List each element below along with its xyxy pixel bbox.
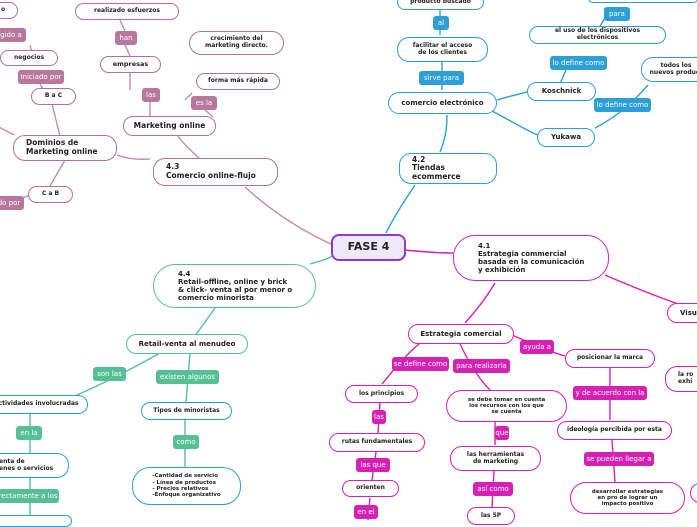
label-asi-como: así como bbox=[473, 482, 513, 496]
cantidad-servicio-node[interactable]: -Cantidad de servicio - Línea de product… bbox=[132, 467, 241, 505]
central-topic-node[interactable]: FASE 4 bbox=[331, 234, 406, 261]
branch-4-1-node[interactable]: 4.1 Estrategia commercial basada en la c… bbox=[453, 235, 609, 281]
label-como: como bbox=[173, 435, 199, 449]
facilitar-acceso-node[interactable]: facilitar el acceso de los clientes bbox=[397, 37, 488, 62]
partial-top-right-node[interactable] bbox=[588, 0, 697, 3]
label-en-la: en la bbox=[16, 426, 42, 440]
label-para: para bbox=[604, 7, 630, 21]
venta-bienes-node[interactable]: enta de enes o servicios bbox=[0, 453, 69, 478]
label-de-acuerdo-con: y de acuerdo con la bbox=[573, 386, 647, 400]
label-en-el: en el bbox=[354, 505, 378, 519]
rutas-fundamentales-node[interactable]: rutas fundamentales bbox=[329, 433, 425, 452]
branch-4-4-node[interactable]: 4.4 Retail-offline, online y brick & cli… bbox=[153, 264, 316, 308]
label-para-realizarla: para realizarla bbox=[453, 359, 510, 373]
partial-bottom-left-node[interactable] bbox=[0, 515, 72, 527]
branch-4-2-node[interactable]: 4.2 Tiendas ecommerce bbox=[399, 153, 497, 184]
ideologia-node[interactable]: ideología percibida por esta bbox=[557, 421, 672, 440]
desarrollar-estrategias-node[interactable]: desarrollar estrategias en pro de lograr… bbox=[570, 482, 685, 514]
retail-menudeo-node[interactable]: Retail-venta al menudeo bbox=[126, 334, 248, 354]
rol-exhibicion-node[interactable]: la ro exhi bbox=[665, 366, 697, 392]
realizado-esfuerzos-node[interactable]: realizado esfuerzos bbox=[75, 3, 179, 20]
branch-4-3-node[interactable]: 4.3 Comercio online-flujo bbox=[153, 158, 278, 186]
label-existen-algunos: existen algunos bbox=[156, 370, 219, 384]
label-iniciado-por: Iniciado por bbox=[18, 70, 64, 84]
yukawa-node[interactable]: Yukawa bbox=[537, 128, 595, 147]
negocios-node[interactable]: negocios bbox=[0, 50, 58, 66]
label-dirigido-a: gido a bbox=[0, 28, 26, 42]
las-5p-node[interactable]: las 5P bbox=[467, 507, 515, 525]
principios-node[interactable]: los principios bbox=[345, 385, 418, 403]
label-que: que bbox=[495, 426, 509, 440]
marketing-online-node[interactable]: Marketing online bbox=[123, 116, 216, 136]
label-son-las: son las bbox=[93, 367, 126, 381]
label-al: al bbox=[433, 16, 449, 30]
empresas-node[interactable]: empresas bbox=[100, 56, 161, 73]
tomar-en-cuenta-node[interactable]: se debe tomar en cuenta los recursos con… bbox=[446, 390, 567, 422]
c-a-b-node[interactable]: C a B bbox=[28, 186, 73, 203]
tipos-minoristas-node[interactable]: Tipos de minoristas bbox=[141, 402, 232, 420]
label-es-la: es la bbox=[191, 96, 217, 110]
dispositivos-node[interactable]: el uso de los dispositivos electrónicos bbox=[529, 26, 666, 44]
label-dirigido-por: do por bbox=[0, 196, 24, 210]
actividades-node[interactable]: actividades involucradas bbox=[0, 395, 88, 414]
label-las: las bbox=[142, 88, 160, 102]
label-se-define-como: se define como bbox=[392, 357, 449, 371]
label-lo-define-como-1: lo define como bbox=[550, 56, 607, 70]
orienten-node[interactable]: orienten bbox=[342, 480, 399, 497]
producto-buscado-node[interactable]: producto buscado bbox=[397, 0, 484, 10]
label-han: han bbox=[115, 31, 137, 45]
partial-top-left-node[interactable]: o bbox=[0, 2, 18, 19]
label-sirve-para: sirve para bbox=[419, 71, 464, 85]
visual-merchandising-node[interactable]: Visu bbox=[667, 303, 697, 323]
label-lo-define-como-2: lo define como bbox=[594, 98, 651, 112]
koschnick-node[interactable]: Koschnick bbox=[527, 82, 596, 101]
label-las: las bbox=[372, 410, 386, 424]
label-directamente-a-los: rectamente a los bbox=[0, 489, 59, 503]
label-ayuda-a: ayuda a bbox=[520, 340, 554, 354]
crecimiento-node[interactable]: crecimiento del marketing directo. bbox=[189, 31, 284, 55]
label-las-que: las que bbox=[356, 458, 390, 472]
posicionar-marca-node[interactable]: posicionar la marca bbox=[565, 349, 655, 368]
nuevos-productos-node[interactable]: todos los nuevos product bbox=[641, 57, 697, 82]
b-a-c-node[interactable]: B a C bbox=[31, 88, 76, 105]
dominios-marketing-node[interactable]: Dominios de Marketing online bbox=[13, 135, 117, 161]
label-se-pueden-llegar-a: se pueden llegar a bbox=[584, 452, 654, 466]
estrategia-comercial-node[interactable]: Estrategia comercial bbox=[408, 324, 514, 344]
herramientas-marketing-node[interactable]: las herramientas de marketing bbox=[450, 446, 541, 471]
forma-rapida-node[interactable]: forma más rápida bbox=[196, 73, 280, 90]
comercio-electronico-node[interactable]: comercio electrónico bbox=[388, 92, 497, 114]
